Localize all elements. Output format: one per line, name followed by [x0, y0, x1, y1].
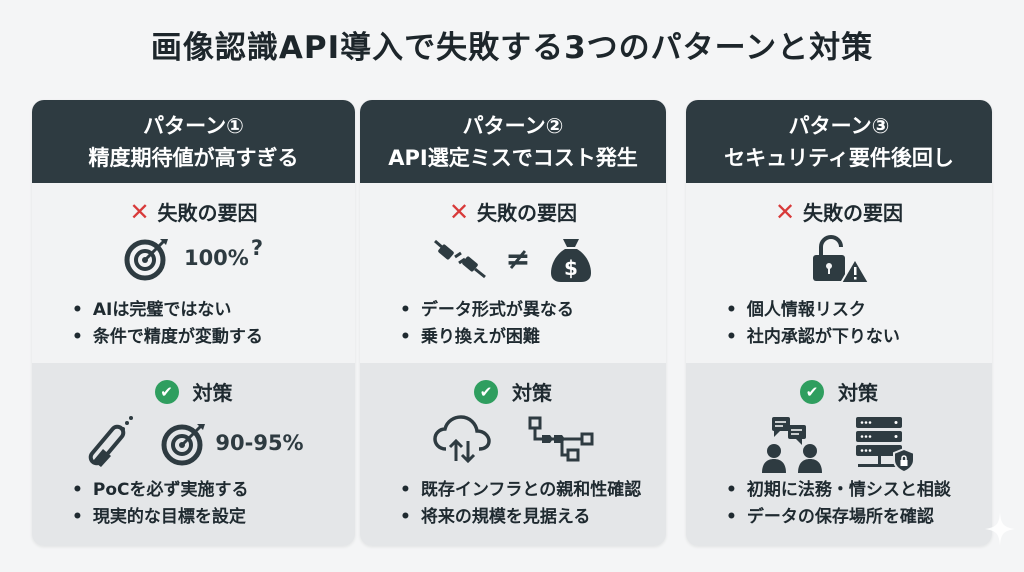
check-icon: ✔ — [474, 379, 498, 404]
solution-heading: 対策 — [838, 381, 878, 405]
solution-heading: 対策 — [192, 381, 233, 405]
x-mark-icon: ✕ — [129, 197, 150, 226]
list-item: 将来の規模を見据える — [400, 504, 641, 531]
cause-section: ✕ 失敗の要因 個人情報リスク 社内承認が下りない — [686, 183, 992, 363]
cause-section: ✕ 失敗の要因 ≠ $ データ形式が異なる 乗り換えが困難 — [360, 183, 666, 363]
card-header: パターン① 精度期待値が高すぎる — [32, 100, 355, 183]
pattern-subtitle: セキュリティ要件後回し — [724, 146, 954, 170]
accuracy-expectation: 100% — [183, 246, 249, 270]
solution-section: ✔ 対策 90-95% PoCを必ず実施する 現実的な目標を設定 — [32, 363, 355, 546]
list-item: データの保存場所を確認 — [726, 504, 951, 531]
list-item: 既存インフラとの親和性確認 — [400, 477, 641, 504]
solution-list: PoCを必ず実施する 現実的な目標を設定 — [72, 477, 249, 531]
pattern-card-2: パターン② API選定ミスでコスト発生 ✕ 失敗の要因 ≠ $ データ形式が異なる… — [360, 100, 666, 546]
cause-list: 個人情報リスク 社内承認が下りない — [726, 297, 900, 351]
list-item: 初期に法務・情シスと相談 — [726, 477, 951, 504]
target-icon — [161, 424, 206, 466]
card-header: パターン② API選定ミスでコスト発生 — [360, 100, 666, 183]
target-icon — [124, 239, 168, 281]
list-item: 乗り換えが困難 — [400, 324, 574, 351]
list-item: 社内承認が下りない — [726, 324, 900, 351]
x-mark-icon: ✕ — [774, 197, 796, 226]
question-mark: ? — [250, 236, 264, 260]
test-tube-icon — [89, 416, 134, 467]
check-icon: ✔ — [800, 379, 824, 404]
svg-text:$: $ — [564, 256, 578, 280]
cause-section: ✕ 失敗の要因 100%? AIは完璧ではない 条件で精度が変動する — [32, 183, 355, 363]
cause-list: データ形式が異なる 乗り換えが困難 — [400, 297, 574, 351]
plug-icon — [434, 239, 487, 279]
pattern-card-3: パターン③ セキュリティ要件後回し ✕ 失敗の要因 個人情報リスク 社内承認が下り… — [686, 100, 992, 546]
list-item: 条件で精度が変動する — [72, 324, 263, 351]
cause-list: AIは完璧ではない 条件で精度が変動する — [72, 297, 263, 351]
consultation-people-icon — [762, 417, 822, 473]
pattern-name: パターン③ — [788, 114, 890, 138]
solution-list: 初期に法務・情シスと相談 データの保存場所を確認 — [726, 477, 951, 531]
sparkle-icon — [985, 512, 1015, 546]
list-item: PoCを必ず実施する — [72, 477, 249, 504]
integration-flow-icon — [528, 416, 594, 462]
not-equal-sign: ≠ — [505, 241, 531, 277]
realistic-target: 90-95% — [215, 431, 304, 455]
pattern-name: パターン② — [462, 114, 564, 138]
pattern-name: パターン① — [143, 114, 244, 138]
cloud-sync-icon — [433, 415, 491, 463]
money-bag-icon: $ — [550, 239, 591, 282]
check-icon: ✔ — [154, 379, 179, 404]
list-item: AIは完璧ではない — [72, 297, 263, 324]
cause-heading: 失敗の要因 — [157, 201, 258, 225]
cause-heading: 失敗の要因 — [477, 201, 578, 225]
secure-server-icon — [856, 417, 915, 473]
solution-heading: 対策 — [512, 381, 552, 405]
page-title: 画像認識API導入で失敗する3つのパターンと対策 — [150, 30, 874, 66]
x-mark-icon: ✕ — [448, 197, 470, 226]
pattern-subtitle: API選定ミスでコスト発生 — [388, 146, 638, 170]
solution-section: ✔ 対策 初期に法務・情シスと相談 データの保存場所を確認 — [686, 363, 992, 546]
card-header: パターン③ セキュリティ要件後回し — [686, 100, 992, 183]
list-item: データ形式が異なる — [400, 297, 574, 324]
pattern-card-1: パターン① 精度期待値が高すぎる ✕ 失敗の要因 100%? AIは完璧ではない … — [32, 100, 355, 546]
solution-list: 既存インフラとの親和性確認 将来の規模を見据える — [400, 477, 641, 531]
cause-heading: 失敗の要因 — [803, 201, 904, 225]
list-item: 個人情報リスク — [726, 297, 900, 324]
list-item: 現実的な目標を設定 — [72, 504, 249, 531]
solution-section: ✔ 対策 既存インフラとの親和性確認 将来の規模を見据える — [360, 363, 666, 546]
unlocked-padlock-warning-icon — [813, 235, 871, 284]
pattern-subtitle: 精度期待値が高すぎる — [88, 146, 299, 170]
